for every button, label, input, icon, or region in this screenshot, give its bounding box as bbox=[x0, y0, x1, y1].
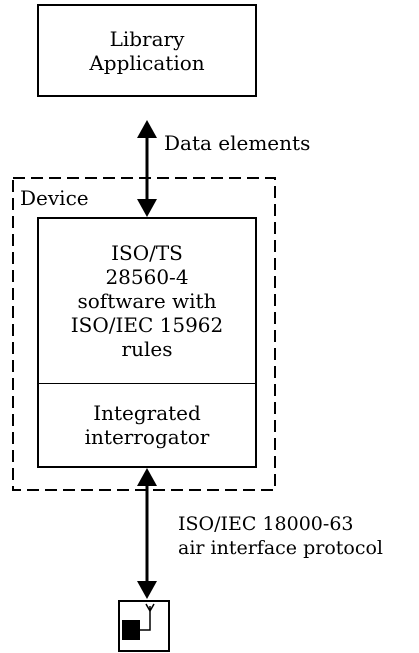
software-line3: software with bbox=[77, 289, 217, 313]
rfid-tag-icon bbox=[118, 600, 170, 652]
air-interface-line1: ISO/IEC 18000-63 bbox=[178, 513, 354, 535]
software-line5: rules bbox=[121, 337, 173, 361]
integrated-interrogator-box: Integrated interrogator bbox=[37, 383, 257, 468]
air-interface-line2: air interface protocol bbox=[178, 536, 384, 559]
device-boundary bbox=[12, 177, 276, 491]
software-line2: 28560-4 bbox=[105, 265, 189, 289]
interrogator-line1: Integrated bbox=[93, 401, 201, 425]
data-elements-label: Data elements bbox=[164, 131, 311, 155]
software-line1: ISO/TS bbox=[111, 241, 183, 265]
device-label: Device bbox=[20, 186, 89, 210]
library-application-box: Library Application bbox=[37, 4, 257, 97]
library-application-line2: Application bbox=[89, 50, 205, 75]
library-application-line1: Library bbox=[109, 26, 185, 51]
software-box: ISO/TS 28560-4 software with ISO/IEC 159… bbox=[37, 217, 257, 384]
air-interface-label: ISO/IEC 18000-63 air interface protocol bbox=[178, 513, 383, 561]
data-elements-arrow bbox=[137, 120, 157, 217]
air-interface-arrow bbox=[137, 468, 157, 599]
software-line4: ISO/IEC 15962 bbox=[70, 313, 224, 337]
interrogator-line2: interrogator bbox=[84, 425, 210, 449]
